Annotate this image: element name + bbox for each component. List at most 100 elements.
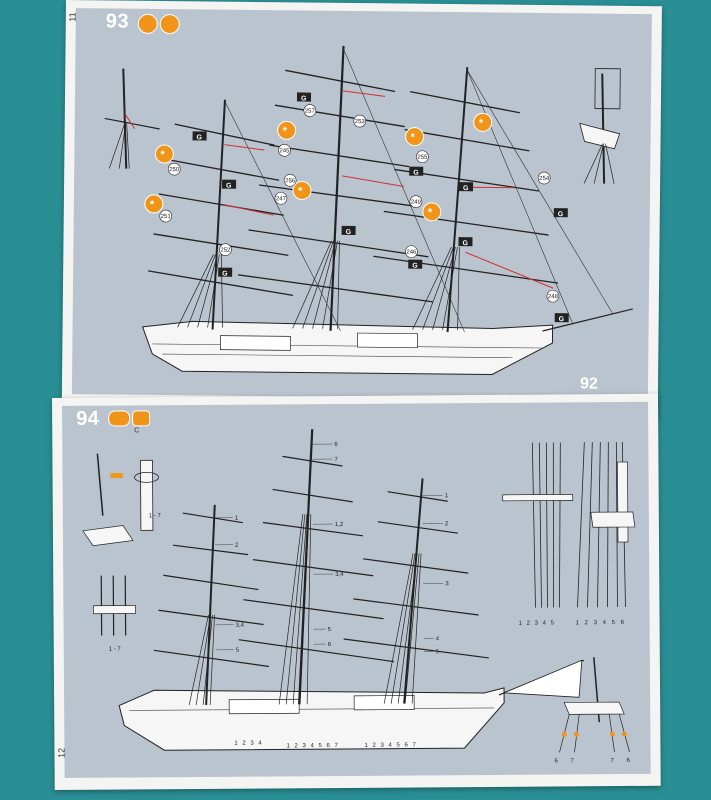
svg-text:5: 5 [318, 743, 322, 749]
svg-text:G: G [559, 316, 565, 323]
svg-text:G: G [558, 211, 564, 218]
svg-text:1: 1 [234, 741, 238, 747]
glue-code-markers: G G G G G G G G G G G [192, 92, 569, 323]
svg-text:3: 3 [445, 581, 449, 587]
svg-text:6: 6 [328, 642, 332, 648]
svg-text:246: 246 [406, 250, 417, 256]
svg-text:7: 7 [334, 743, 338, 749]
belaying-pin-numbers: 1 2 3 4 1 2 3 4 5 6 7 1 2 3 4 5 6 7 [234, 741, 416, 750]
svg-text:2: 2 [242, 741, 246, 747]
paint-markers [144, 112, 493, 222]
svg-text:1: 1 [364, 743, 368, 749]
svg-text:4: 4 [258, 741, 262, 747]
instruction-page-bottom: 94 C [52, 393, 661, 790]
svg-text:251: 251 [161, 214, 172, 220]
svg-text:254: 254 [539, 176, 550, 182]
svg-text:G: G [413, 170, 419, 177]
svg-text:6: 6 [404, 743, 408, 749]
svg-text:G: G [463, 185, 469, 192]
svg-text:6: 6 [326, 743, 330, 749]
svg-text:249: 249 [411, 200, 422, 206]
svg-text:1: 1 [286, 743, 290, 749]
svg-text:1,2: 1,2 [335, 522, 344, 528]
svg-text:4: 4 [436, 636, 440, 642]
svg-text:G: G [462, 240, 468, 247]
svg-text:5: 5 [436, 649, 440, 655]
svg-text:1: 1 [445, 493, 449, 499]
detail-inset-right-b: 1 2 3 4 5 6 [576, 442, 636, 626]
svg-text:7: 7 [571, 758, 575, 764]
svg-text:*: * [283, 125, 288, 137]
step-panel-94: 94 C [62, 401, 651, 778]
svg-text:*: * [160, 149, 165, 161]
svg-text:5: 5 [328, 627, 332, 633]
svg-text:3: 3 [594, 620, 598, 626]
svg-text:3,4: 3,4 [236, 623, 245, 629]
detail-inset-left [104, 68, 160, 169]
step-panel-93: 93 92 [71, 8, 652, 401]
svg-text:4: 4 [543, 621, 547, 627]
svg-text:252: 252 [220, 248, 231, 254]
svg-text:4: 4 [388, 743, 392, 749]
svg-text:6: 6 [334, 442, 338, 448]
svg-text:5: 5 [396, 743, 400, 749]
svg-text:250: 250 [169, 167, 180, 173]
svg-text:5: 5 [612, 620, 616, 626]
svg-text:2: 2 [235, 543, 239, 549]
svg-text:7: 7 [334, 457, 338, 463]
svg-text:253: 253 [355, 119, 366, 125]
svg-text:4: 4 [310, 743, 314, 749]
svg-text:3,4: 3,4 [335, 572, 344, 578]
svg-text:1 - 7: 1 - 7 [109, 647, 122, 653]
svg-text:7: 7 [611, 758, 615, 764]
svg-text:2: 2 [585, 620, 589, 626]
page-number: 11 [67, 12, 78, 22]
svg-text:257: 257 [305, 109, 316, 115]
svg-text:2: 2 [294, 743, 298, 749]
svg-text:3: 3 [302, 743, 306, 749]
svg-text:*: * [428, 207, 433, 219]
svg-text:245: 245 [279, 148, 290, 154]
svg-text:3: 3 [535, 621, 539, 627]
svg-text:G: G [197, 134, 203, 141]
svg-text:G: G [222, 271, 228, 278]
svg-text:G: G [226, 183, 232, 190]
svg-text:*: * [411, 132, 416, 144]
svg-text:G: G [412, 263, 418, 270]
svg-text:6: 6 [627, 758, 631, 764]
svg-text:255: 255 [417, 155, 428, 161]
svg-text:4: 4 [603, 620, 607, 626]
svg-text:*: * [298, 185, 303, 197]
svg-text:*: * [150, 199, 155, 211]
svg-text:256: 256 [285, 178, 296, 184]
detail-inset-right-a: 1 2 3 4 5 [502, 442, 574, 627]
instruction-page-top: 93 92 [61, 0, 662, 419]
svg-text:2: 2 [527, 621, 531, 627]
svg-text:1: 1 [576, 620, 580, 626]
ship-diagram-top: G G G G G G G G G G G [104, 45, 633, 375]
ship-diagram-bottom: 1 2 3,4 5 6 7 1,2 3,4 5 6 1 [82, 429, 636, 765]
svg-text:3: 3 [380, 743, 384, 749]
svg-text:*: * [479, 117, 484, 129]
svg-text:G: G [346, 229, 352, 236]
mast-labels: 1 2 3,4 5 6 7 1,2 3,4 5 6 1 [214, 442, 449, 655]
svg-text:247: 247 [276, 196, 287, 202]
svg-text:7: 7 [412, 742, 416, 748]
svg-text:3: 3 [250, 741, 254, 747]
page-number: 12 [56, 747, 67, 758]
detail-inset-right-c: 6 7 7 6 [555, 657, 631, 765]
svg-text:1 - 7: 1 - 7 [149, 513, 162, 519]
detail-inset-left-top: 1 - 7 [82, 453, 162, 547]
svg-text:6: 6 [621, 620, 625, 626]
svg-text:5: 5 [236, 648, 240, 654]
svg-text:6: 6 [555, 758, 559, 764]
svg-text:5: 5 [551, 620, 555, 626]
svg-text:1: 1 [519, 621, 523, 627]
detail-inset-left-bottom: 1 - 7 [93, 575, 136, 653]
svg-text:2: 2 [372, 743, 376, 749]
svg-text:1: 1 [235, 516, 239, 522]
svg-text:2: 2 [445, 521, 449, 527]
svg-text:248: 248 [548, 294, 559, 300]
part-number-markers: 250 251 252 253 254 245 246 247 248 249 [159, 104, 560, 303]
detail-inset-right [579, 68, 621, 184]
